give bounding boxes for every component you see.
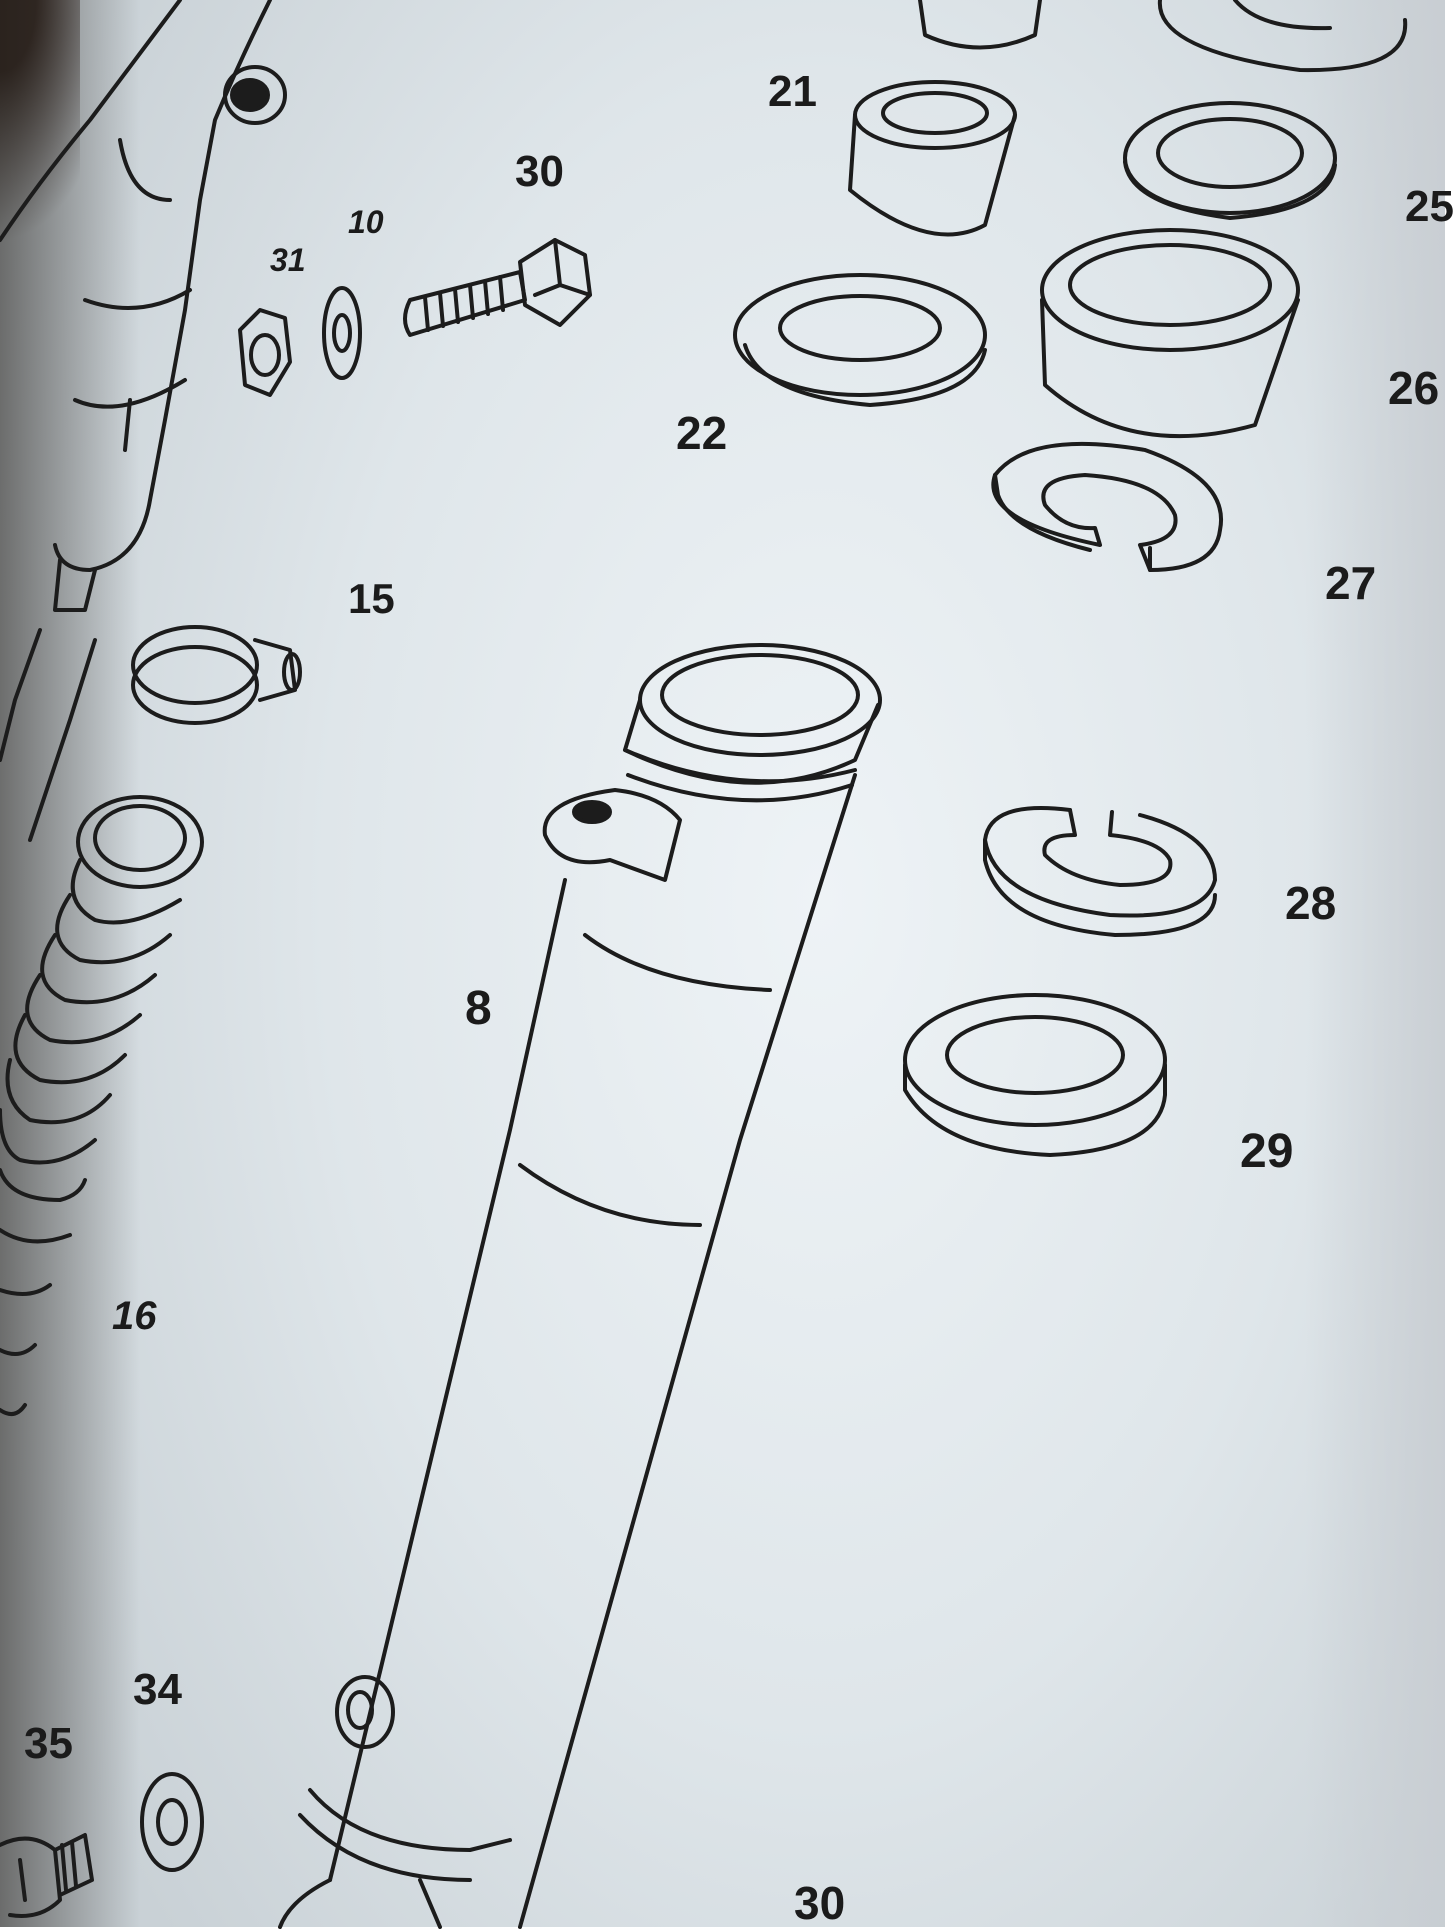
label-part-30-top: 30 [515,147,564,196]
part-21-bushing [848,80,1017,237]
part-top-cylinder [918,0,1042,50]
label-part-8: 8 [465,982,492,1035]
label-part-10: 10 [348,204,384,240]
label-part-30-bottom: 30 [794,1877,846,1929]
part-8-fork-tube [278,643,882,1929]
part-26-bushing [1040,228,1300,439]
part-31-nut [238,308,292,397]
label-part-27: 27 [1325,557,1377,609]
part-27-circlip [991,441,1224,572]
label-part-28: 28 [1285,877,1337,929]
label-part-16: 16 [112,1294,157,1338]
part-29-washer [903,993,1167,1157]
page-shadow-left [0,0,140,1927]
label-part-31: 31 [270,242,306,278]
label-part-26: 26 [1388,362,1440,414]
part-35-bolt [0,1833,94,1918]
part-16-spring-boot [0,795,204,1416]
label-part-35: 35 [24,1719,73,1768]
part-28-split-washer [983,806,1217,937]
part-15-clamp [131,625,302,725]
label-part-25: 25 [1405,182,1454,231]
part-34-washer [140,1772,204,1872]
label-part-34: 34 [133,1665,182,1714]
part-upper-stanchion [0,0,287,842]
part-30-bolt [403,238,592,337]
label-part-29: 29 [1240,1125,1294,1178]
part-top-right-disc [1157,0,1408,73]
label-part-22: 22 [676,407,728,459]
part-10-washer [322,286,362,380]
label-part-21: 21 [768,67,817,116]
page-edge-right [1305,0,1445,1927]
part-22-washer [733,273,987,407]
label-part-15: 15 [348,575,395,622]
part-25-washer [1123,101,1337,220]
